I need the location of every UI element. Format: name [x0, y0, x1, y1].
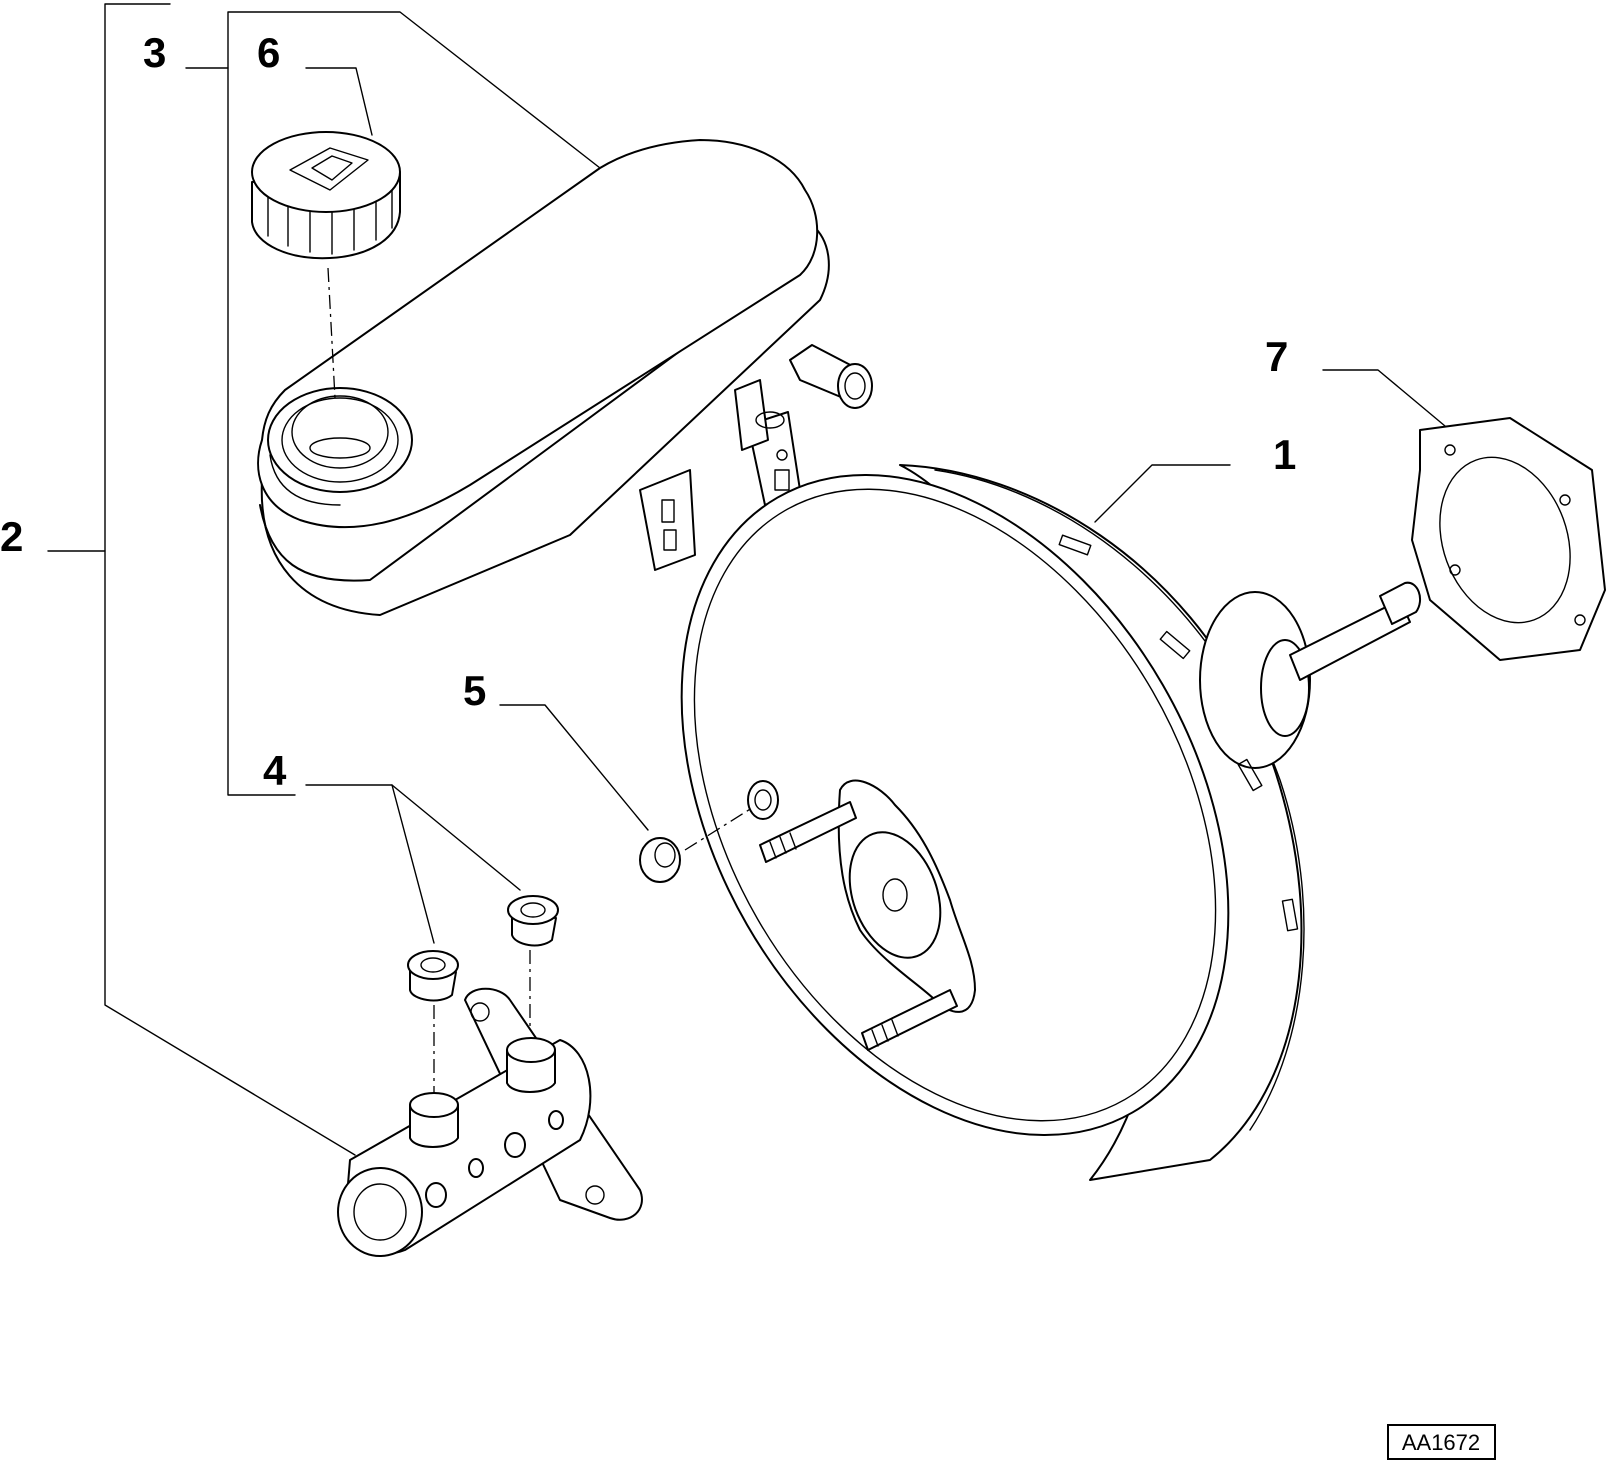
leader-6: [305, 67, 373, 136]
seal-seat-inner: [754, 789, 772, 811]
leader-4b: [391, 784, 521, 891]
push-rod-end: [1379, 581, 1421, 625]
bracket-3-line: [227, 11, 601, 796]
rim-mark: [1058, 534, 1092, 556]
leader-lines: [47, 3, 1446, 1156]
grommet-right-top: [507, 895, 559, 925]
booster-face-ring: [693, 488, 1217, 1122]
inlet-port-right-top: [506, 1037, 556, 1063]
filler-neck-ring: [281, 397, 399, 483]
outlet-port-2: [468, 1158, 484, 1178]
reservoir-grommets: [407, 895, 559, 1105]
filler-neck-outer: [267, 387, 413, 493]
booster-rim-line: [934, 469, 1305, 1131]
rim-mark: [1237, 758, 1263, 792]
reservoir-cap: [251, 131, 401, 260]
flange-bore: [882, 878, 908, 912]
grommet-right-bore: [520, 902, 546, 918]
flange-hole-top: [470, 1002, 490, 1022]
brake-booster: [680, 464, 1421, 1181]
callout-labels: 1 2 3 4 5 6 7: [0, 29, 1296, 794]
reservoir-clip: [734, 379, 769, 451]
outlet-port-4: [425, 1182, 447, 1208]
shell-contour: [269, 454, 341, 506]
callout-2: 2: [0, 513, 23, 560]
cap-logo-inner: [311, 155, 353, 181]
filler-neck-inner: [291, 395, 389, 469]
cap-knurl: [267, 187, 393, 255]
flange-boss: [848, 831, 942, 959]
cap-assembly-axis: [327, 267, 336, 399]
outlet-port-1: [504, 1132, 526, 1158]
seal-bore: [654, 842, 676, 868]
master-cylinder: [337, 987, 643, 1257]
tab-slot: [774, 469, 790, 491]
flange-hole-bottom: [585, 1185, 605, 1205]
booster-gasket: [1411, 417, 1606, 661]
seal-seat-outer: [747, 780, 779, 820]
callout-3: 3: [143, 29, 166, 76]
rim-mark: [1159, 630, 1191, 660]
seal-body: [639, 837, 681, 883]
outlet-end: [837, 363, 873, 409]
gasket-hole: [1559, 494, 1571, 506]
reference-code-box: AA1672: [1387, 1424, 1496, 1460]
booster-seal: [639, 780, 779, 883]
callout-6: 6: [257, 29, 280, 76]
cylinder-front-end: [337, 1167, 423, 1257]
leader-1: [1094, 464, 1231, 523]
leader-5: [499, 704, 649, 831]
leader-4a: [305, 784, 435, 944]
booster-front-face: [680, 473, 1230, 1137]
callout-7: 7: [1265, 333, 1288, 380]
tab-slot: [663, 529, 677, 551]
stud-thread: [769, 832, 797, 859]
reference-code-frame: [1387, 1424, 1496, 1460]
gasket-hole: [1449, 564, 1461, 576]
callout-4: 4: [263, 747, 287, 794]
callout-5: 5: [463, 667, 486, 714]
fluid-reservoir: [257, 139, 873, 616]
seal-assembly-axis: [684, 805, 756, 851]
push-rod: [1289, 599, 1411, 681]
clip-hole: [755, 411, 785, 429]
reservoir-band-edge: [259, 254, 811, 582]
rim-mark: [1281, 898, 1299, 932]
stud-thread: [871, 1019, 899, 1047]
bracket-2-line: [104, 3, 356, 1156]
inlet-port-left-top: [409, 1092, 459, 1118]
grommet-left-bore: [420, 957, 446, 973]
filler-opening: [309, 437, 371, 459]
cap-logo-outer: [289, 147, 369, 191]
leader-7: [1322, 369, 1446, 427]
callout-1: 1: [1273, 431, 1296, 478]
cylinder-bore: [353, 1183, 407, 1241]
tab-slot: [661, 499, 675, 523]
tab-hole: [776, 449, 788, 461]
grommet-left-top: [407, 950, 459, 980]
outlet-bore: [844, 372, 866, 400]
cap-top: [251, 131, 401, 213]
gasket-outline: [1411, 417, 1606, 661]
gasket-opening: [1439, 456, 1571, 624]
gasket-hole: [1444, 444, 1456, 456]
gasket-hole: [1574, 614, 1586, 626]
reference-code: AA1672: [1402, 1430, 1480, 1455]
reservoir-tab-left: [639, 469, 696, 571]
outlet-port-3: [548, 1110, 564, 1130]
